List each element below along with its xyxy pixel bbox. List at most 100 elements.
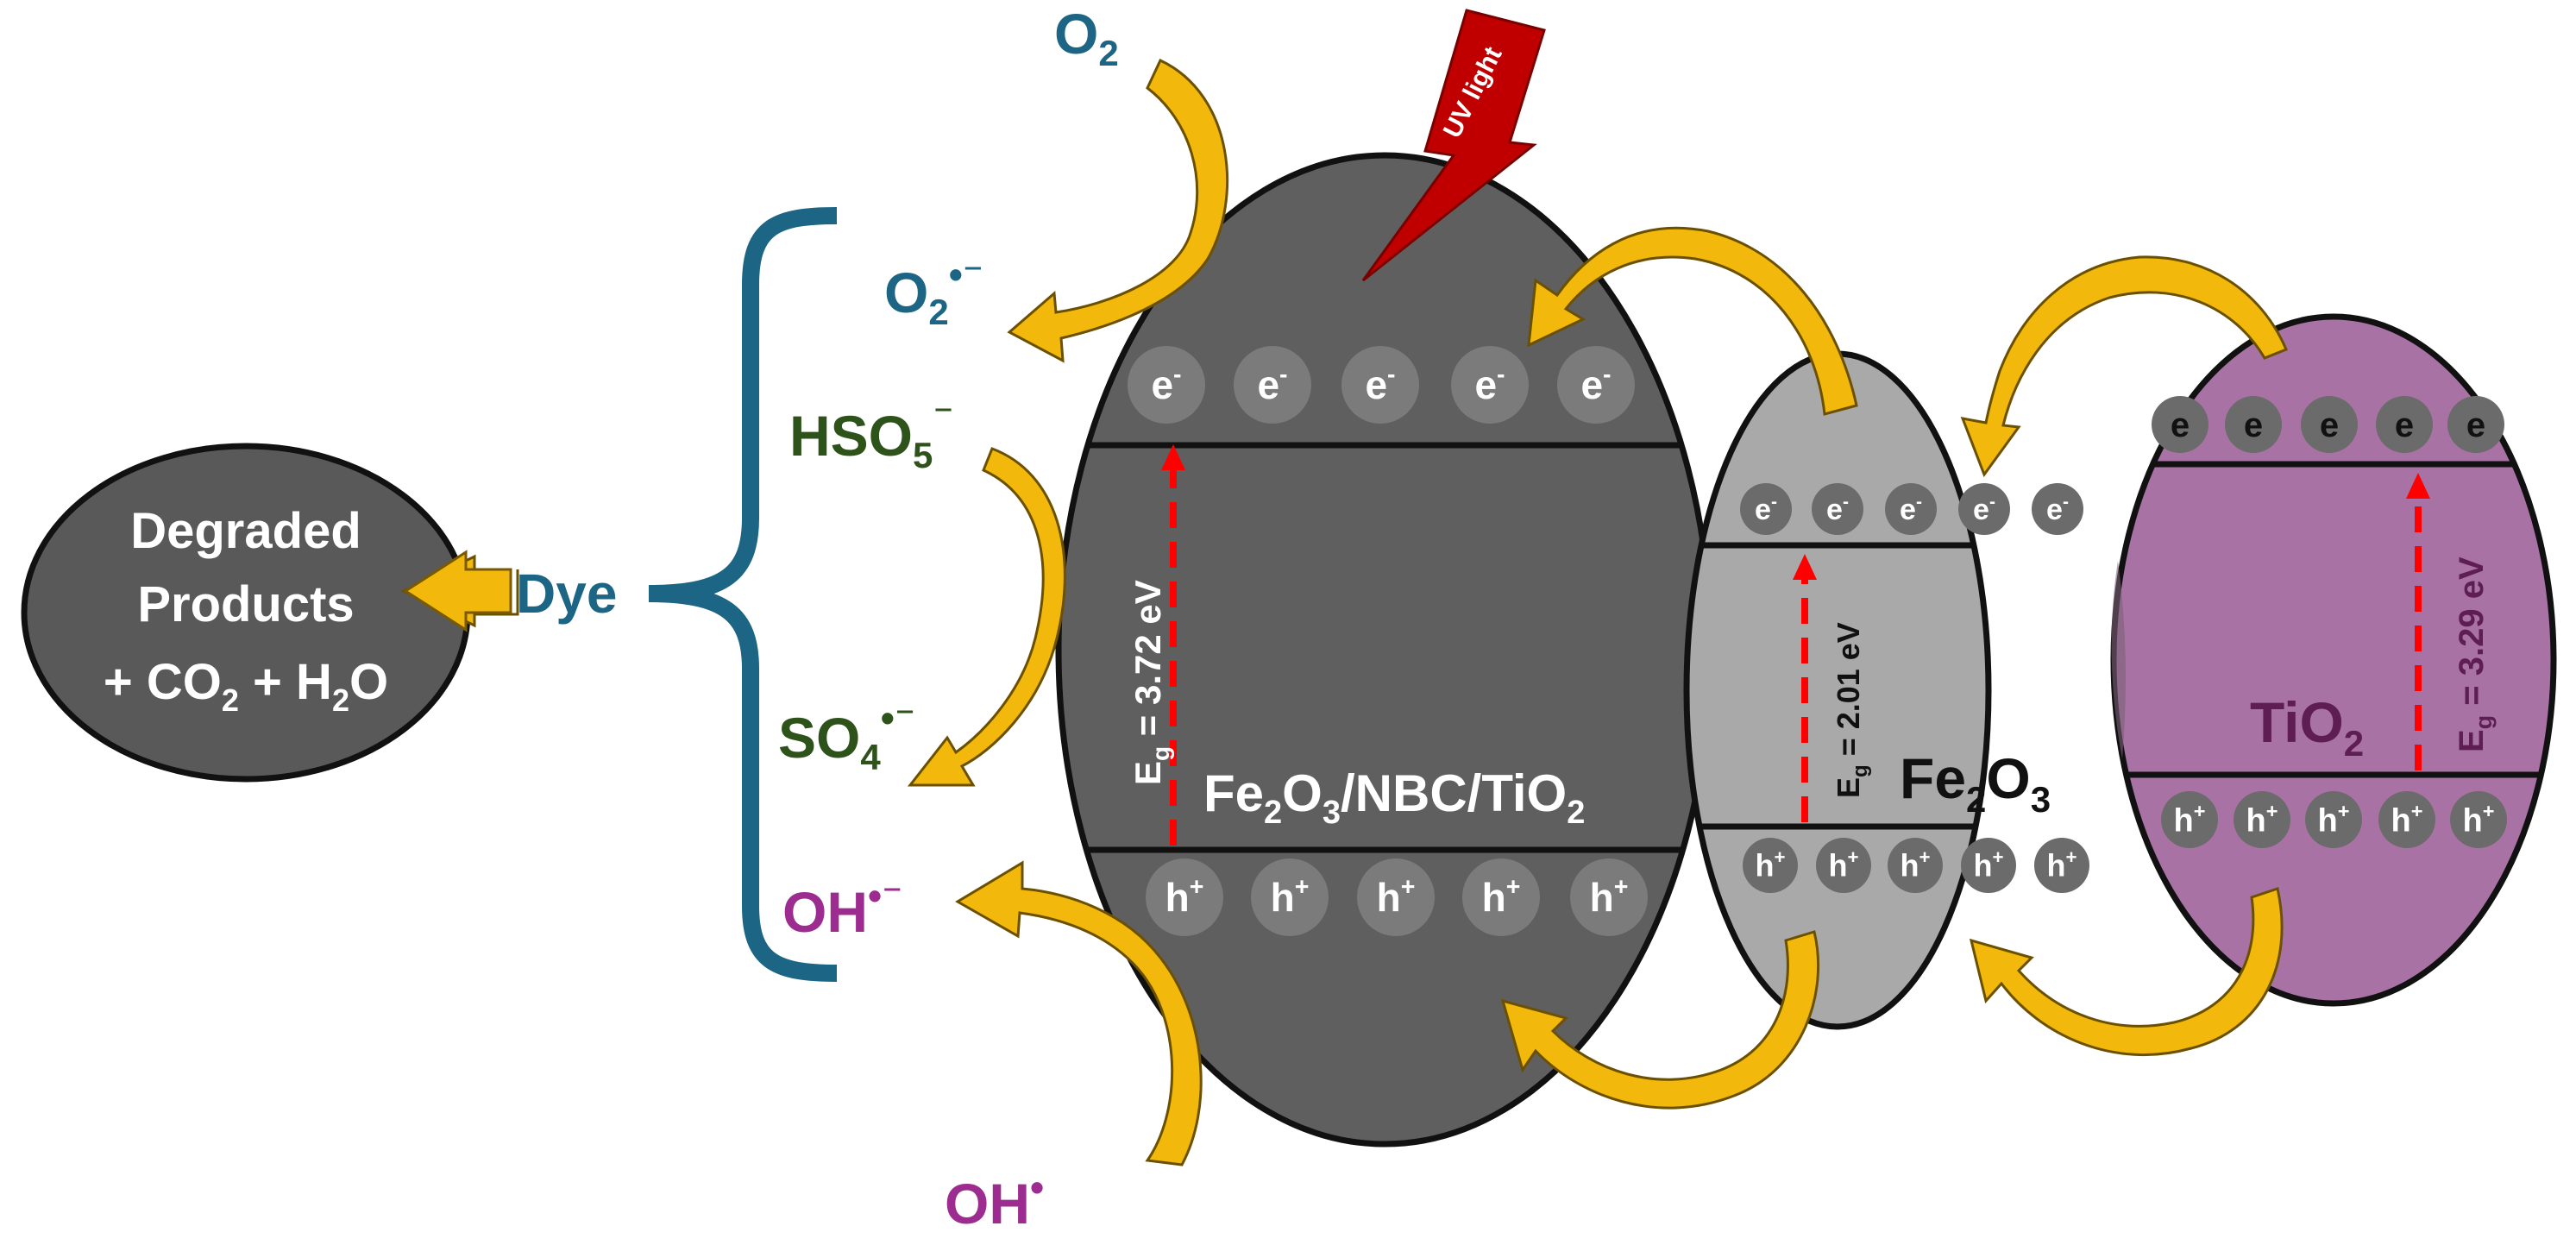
tio2-electron-label: e (2395, 406, 2414, 444)
tio2-bandgap-label: Eg = 3.29 eV (2453, 556, 2497, 752)
fe2o3-electron-circle (1958, 483, 2010, 535)
o2-radical-label: O2•⁻ (884, 252, 983, 332)
composite-electron-circle (1234, 346, 1311, 424)
composite-label-o: O (1282, 764, 1323, 822)
composite-eg-sub: g (1147, 746, 1174, 761)
tio2-hole-label: h+ (2318, 800, 2350, 839)
ohr-sup: •⁻ (868, 873, 902, 918)
degraded-line1: Degraded (130, 503, 361, 559)
fe2o3-electron-label: e- (1900, 492, 1922, 526)
fe2o3-electron-label: e- (1826, 492, 1849, 526)
tio2-hole-circle (2305, 791, 2362, 848)
degraded-line3: + CO2 + H2O (104, 654, 388, 718)
so4-base: SO (778, 706, 860, 770)
fe2o3-bandgap-label: Eg = 2.01 eV (1831, 622, 1872, 798)
composite-to-fe2o3-hole-arrow (1500, 930, 1820, 1110)
tio2-label-ti: TiO (2250, 690, 2344, 754)
fe2o3-hole-label: h+ (1755, 846, 1785, 883)
tio2-to-fe2o3-hole-arrow (1969, 887, 2284, 1056)
tio2-electron-circle (2301, 396, 2358, 453)
degraded-line2: Products (137, 576, 354, 632)
composite-label-fe-sub: 2 (1264, 795, 1282, 831)
fe2o3-bandgap-arrow-head (1793, 554, 1817, 580)
fe2o3-hole-circle (1888, 838, 1943, 893)
tio2-electron-circle (2376, 396, 2433, 453)
composite-eg-value: = 3.72 eV (1128, 580, 1168, 746)
fe2o3-hole-label: h+ (1900, 846, 1930, 883)
so4-sub: 4 (860, 737, 881, 777)
so4-sup: •⁻ (881, 695, 915, 740)
composite-label-fe: Fe (1203, 764, 1264, 822)
composite-hole-label: h+ (1271, 874, 1310, 920)
ohb-sup: • (1030, 1165, 1044, 1210)
composite-electrons: e-e-e-e-e- (1128, 346, 1635, 424)
tio2-hole-label: h+ (2391, 800, 2423, 839)
tio2-hole-circle (2450, 791, 2507, 848)
tio2-bandgap-arrow-head (2406, 473, 2430, 499)
o2r-sup: •⁻ (949, 252, 983, 297)
composite-label-o-sub: 3 (1323, 795, 1341, 831)
fe2o3-hole-label: h+ (1828, 846, 1858, 883)
ohr-base: OH (782, 880, 868, 944)
fe2o3-electrons: e-e-e-e-e- (1740, 483, 2083, 535)
composite-label: Fe2O3/NBC/TiO2 (1203, 764, 1585, 831)
composite-electron-label: e- (1580, 362, 1611, 407)
hso5-sub: 5 (913, 435, 933, 475)
degraded-products-node: Degraded Products + CO2 + H2O (21, 443, 471, 783)
tio2-electron-label: e (2171, 406, 2190, 444)
composite-hole-label: h+ (1482, 874, 1521, 920)
fe2o3-electron-circle (1812, 483, 1863, 535)
composite-hole-circle (1570, 858, 1648, 936)
uv-bolt-shape (1361, 9, 1546, 282)
composite-bandgap-arrow-head (1161, 444, 1185, 470)
composite-particle: e-e-e-e-e- h+h+h+h+h+ Eg = 3.72 eV Fe2O3… (1055, 152, 1714, 1148)
tio2-eg-sub: g (2471, 715, 2497, 730)
tio2-hole-circle (2234, 791, 2290, 848)
composite-label-ti-sub: 2 (1567, 795, 1585, 831)
oh-radical-label: OH•⁻ (782, 873, 902, 944)
oh-radical-arrow (955, 860, 1203, 1166)
fe2o3-electron-label: e- (2046, 492, 2069, 526)
composite-hole-label: h+ (1377, 874, 1416, 920)
tio2-electron-label: e (2466, 406, 2485, 444)
fe2o3-label: Fe2O3 (1900, 746, 2051, 820)
tio2-label-sub: 2 (2344, 723, 2364, 764)
tio2-hole-label: h+ (2463, 800, 2495, 839)
fe2o3-hole-circle (1816, 838, 1871, 893)
o2-label: O2 (1054, 2, 1119, 73)
h2o-prefix: + H (239, 654, 332, 710)
o2-base: O (1054, 2, 1098, 66)
tio2-electron-circle (2225, 396, 2282, 453)
h2o-suffix: O (349, 654, 388, 710)
o2-reduction-arrow (1007, 59, 1229, 363)
dye-block-arrow (403, 550, 512, 632)
tio2-eg-value: = 3.29 eV (2453, 556, 2491, 715)
fe2o3-eg-sub: g (1849, 764, 1872, 777)
fe2o3-hole-label: h+ (1973, 846, 2003, 883)
tio2-hole-circle (2378, 791, 2435, 848)
fe2o3-electron-circle (1885, 483, 1937, 535)
hso5-base: HSO (789, 404, 913, 468)
tio2-hole-circle (2161, 791, 2218, 848)
hso5-activation-arrow (907, 447, 1066, 787)
tio2-electron-label: e (2244, 406, 2263, 444)
co2-prefix: + CO (104, 654, 222, 710)
curly-brace (648, 207, 838, 982)
composite-hole-circle (1357, 858, 1435, 936)
composite-label-nbc: /NBC/TiO (1341, 764, 1567, 822)
fe2o3-eg: E (1831, 777, 1866, 798)
o2r-sub: 2 (928, 292, 948, 332)
fe2o3-label-fe: Fe (1900, 746, 1966, 810)
tio2-holes: h+h+h+h+h+ (2161, 791, 2507, 848)
fe2o3-hole-circle (2034, 838, 2089, 893)
composite-electron-circle (1451, 346, 1529, 424)
o2-sub: 2 (1098, 33, 1118, 73)
fe2o3-hole-label: h+ (2046, 846, 2077, 883)
tio2-electron-circle (2447, 396, 2504, 453)
h2o-sub: 2 (332, 682, 349, 718)
co2-sub: 2 (222, 682, 239, 718)
hso5-sup: ⁻ (933, 393, 953, 438)
fe2o3-label-o: O (1986, 746, 2030, 810)
